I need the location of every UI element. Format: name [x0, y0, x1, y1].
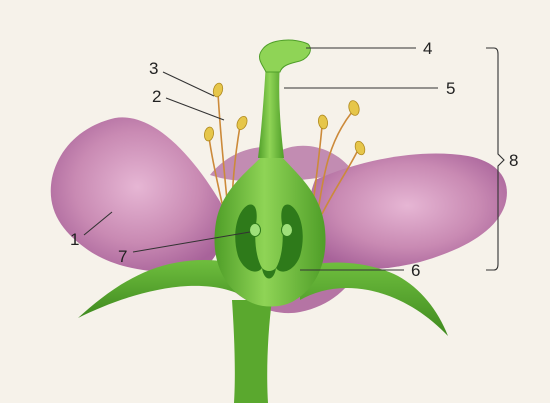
label-8: 8 [509, 151, 518, 170]
anthers [203, 82, 366, 156]
ovule-left [250, 224, 261, 237]
leader-line-3 [163, 72, 214, 96]
stigma [259, 40, 310, 72]
stem [232, 300, 272, 403]
bracket-8 [486, 48, 504, 270]
label-4: 4 [423, 39, 432, 58]
label-5: 5 [446, 79, 455, 98]
style [258, 62, 284, 158]
ovule-right [282, 224, 293, 237]
anther [347, 99, 361, 116]
anther [235, 115, 249, 131]
label-2: 2 [152, 87, 161, 106]
label-6: 6 [411, 261, 420, 280]
label-1: 1 [70, 230, 79, 249]
anther [203, 126, 214, 141]
pistil [214, 40, 325, 403]
label-7: 7 [118, 247, 127, 266]
leader-line-2 [166, 98, 224, 120]
anther [317, 114, 328, 129]
label-3: 3 [149, 59, 158, 78]
